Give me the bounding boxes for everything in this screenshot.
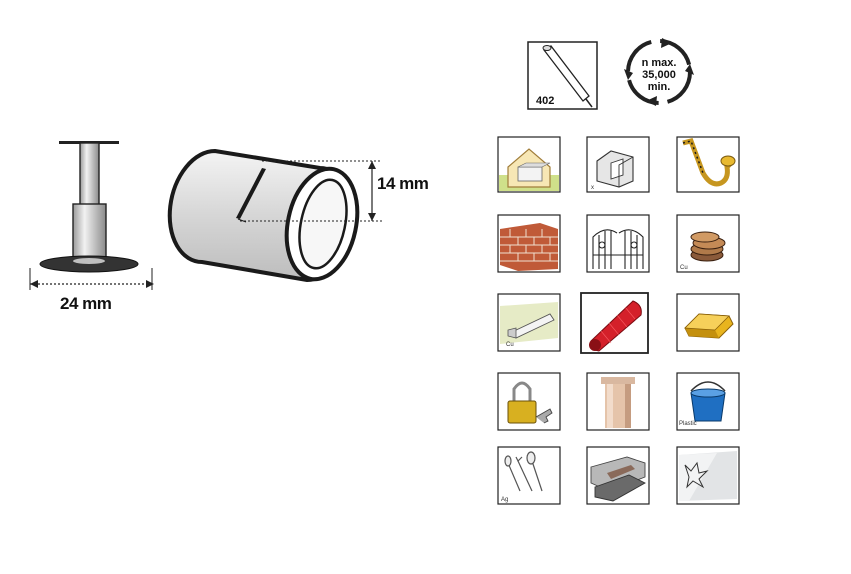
padlock-key-icon xyxy=(497,372,561,431)
height-label: 14 mm xyxy=(377,174,429,193)
plastic-bucket-label: Plastic xyxy=(679,421,697,427)
household-icon xyxy=(497,136,561,193)
sanding-band-drawing xyxy=(167,148,360,283)
rpm-label-line2: 35,000 xyxy=(642,69,676,81)
rpm-label-line1: n max. xyxy=(642,57,677,69)
accessory-number: 402 xyxy=(536,95,554,107)
wrought-iron-gate-icon xyxy=(586,214,650,273)
accessory-number-icon: 402 xyxy=(527,41,598,110)
cutlery-label: Ag xyxy=(501,497,508,503)
metal-sheets-icon xyxy=(586,446,650,505)
copper-pipe-label: Cu xyxy=(506,342,514,348)
copper-pipe-icon: Cu xyxy=(497,293,561,352)
rpm-label-line3: min. xyxy=(648,81,671,93)
diameter-label: 24 mm xyxy=(60,294,112,313)
glass-icon xyxy=(676,446,740,505)
red-tube-icon xyxy=(580,292,649,354)
max-speed-icon: n max. 35,000 min. xyxy=(624,38,694,106)
mandrel-drawing xyxy=(39,141,139,273)
saxophone-icon xyxy=(676,136,740,193)
plastic-bucket-icon: Plastic xyxy=(676,372,740,431)
materials-grid: x xyxy=(497,136,740,505)
stone-column-icon xyxy=(586,372,650,431)
copper-coins-icon: Cu xyxy=(676,214,740,273)
svg-text:x: x xyxy=(591,185,594,191)
copper-coins-label: Cu xyxy=(680,265,688,271)
model-making-icon: x xyxy=(586,136,650,193)
height-dimension xyxy=(240,160,382,222)
cutlery-icon: Ag xyxy=(497,446,561,505)
gold-bar-icon xyxy=(676,293,740,352)
brick-wall-icon xyxy=(497,214,561,273)
diameter-dimension xyxy=(29,268,154,290)
